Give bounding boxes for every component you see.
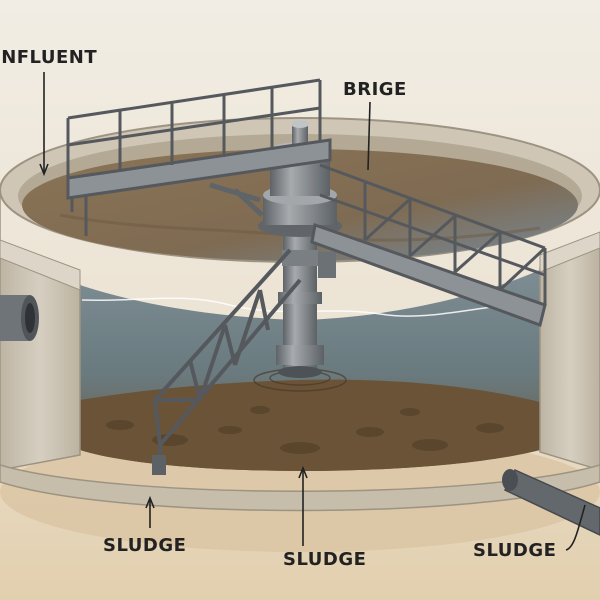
leader-lines — [39, 72, 586, 551]
bridge-truss-right — [310, 163, 547, 327]
scraper-arm — [153, 248, 302, 470]
influent-pipe — [0, 295, 39, 341]
label-sludge-left: SLUDGE — [103, 535, 187, 556]
bridge-struts — [209, 182, 264, 217]
bridge-walkway-left — [66, 78, 332, 236]
label-influent: INFLUENT — [0, 47, 98, 68]
label-sludge-mid: SLUDGE — [283, 549, 367, 570]
tank-wall-left-top — [0, 239, 81, 291]
label-sludge-right: SLUDGE — [473, 540, 557, 561]
sludge-texture — [106, 406, 504, 454]
scraper-blade — [152, 455, 166, 475]
tank-wall-right — [539, 244, 600, 471]
label-bridge: BRIGE — [343, 79, 407, 100]
sludge-bed — [80, 379, 540, 471]
tank-wall-right-top — [539, 231, 600, 273]
sludge-pipe — [502, 469, 600, 536]
